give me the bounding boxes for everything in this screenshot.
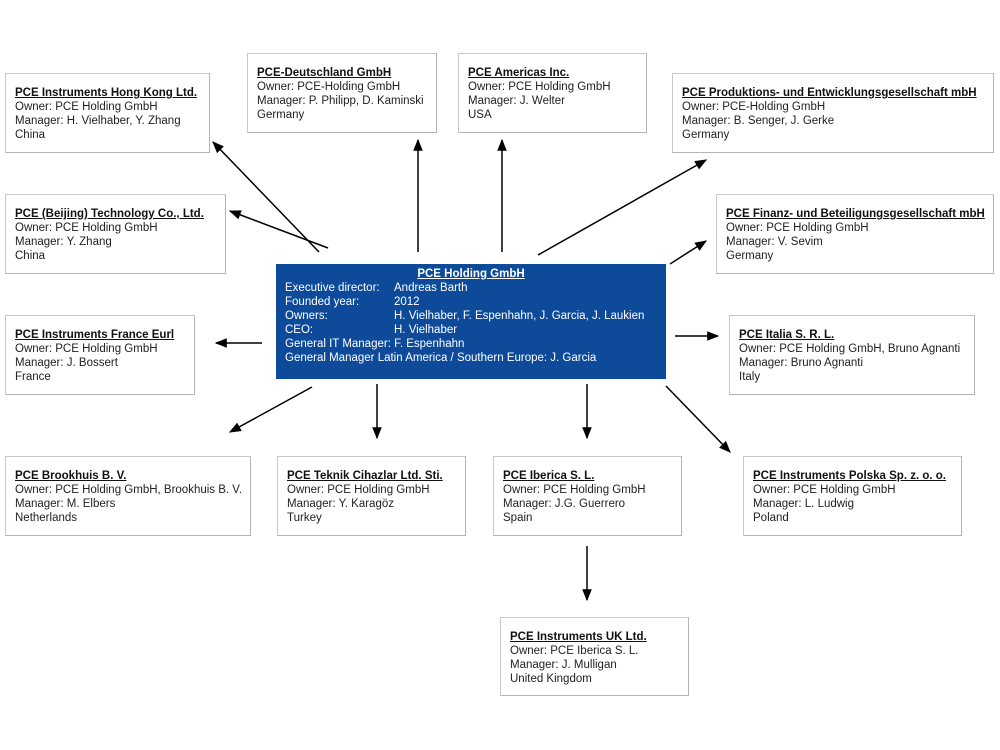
company-country: France — [15, 371, 51, 383]
company-title: PCE Produktions- und Entwicklungsgesells… — [682, 87, 977, 99]
company-box-italia: PCE Italia S. R. L. Owner: PCE Holding G… — [729, 315, 975, 395]
hub-label: Owners: — [285, 310, 328, 322]
company-box-polska: PCE Instruments Polska Sp. z. o. o. Owne… — [743, 456, 962, 536]
company-owner: Owner: PCE Holding GmbH, Brookhuis B. V. — [15, 484, 243, 496]
company-box-teknik: PCE Teknik Cihazlar Ltd. Sti. Owner: PCE… — [277, 456, 466, 536]
company-country: United Kingdom — [510, 673, 592, 685]
hub-row-founded: Founded year: 2012 — [285, 295, 657, 309]
company-box-deutschland: PCE-Deutschland GmbH Owner: PCE-Holding … — [247, 53, 437, 133]
company-owner: Owner: PCE Holding GmbH — [753, 484, 896, 496]
hub-row-it-manager: General IT Manager: F. Espenhahn — [285, 337, 657, 351]
company-manager: Manager: P. Philipp, D. Kaminski — [257, 95, 424, 107]
hub-line: General Manager Latin America / Southern… — [285, 352, 597, 364]
company-country: Germany — [726, 250, 774, 262]
company-owner: Owner: PCE Holding GmbH — [15, 101, 158, 113]
hub-label: Founded year: — [285, 296, 360, 308]
company-owner: Owner: PCE Holding GmbH — [503, 484, 646, 496]
company-box-uk: PCE Instruments UK Ltd. Owner: PCE Iberi… — [500, 617, 689, 696]
hub-label: Executive director: — [285, 282, 380, 294]
company-country: Turkey — [287, 512, 322, 524]
company-country: China — [15, 250, 46, 262]
company-manager: Manager: M. Elbers — [15, 498, 116, 510]
company-title: PCE Instruments UK Ltd. — [510, 631, 647, 643]
hub-line: General IT Manager: F. Espenhahn — [285, 338, 465, 350]
company-owner: Owner: PCE Holding GmbH — [726, 222, 869, 234]
company-country: Netherlands — [15, 512, 78, 524]
hub-label: CEO: — [285, 324, 314, 336]
company-owner: Owner: PCE-Holding GmbH — [682, 101, 826, 113]
company-owner: Owner: PCE Holding GmbH — [287, 484, 430, 496]
hub-value: H. Vielhaber, F. Espenhahn, J. Garcia, J… — [394, 310, 645, 322]
company-title: PCE (Beijing) Technology Co., Ltd. — [15, 208, 204, 220]
company-title: PCE Teknik Cihazlar Ltd. Sti. — [287, 470, 443, 482]
arrow-to-polska — [665, 385, 731, 453]
hub-row-ceo: CEO: H. Vielhaber — [285, 323, 657, 337]
company-manager: Manager: Bruno Agnanti — [739, 357, 864, 369]
company-title: PCE Iberica S. L. — [503, 470, 595, 482]
company-box-iberica: PCE Iberica S. L. Owner: PCE Holding Gmb… — [493, 456, 682, 536]
holding-box: PCE Holding GmbH Executive director: And… — [276, 264, 666, 379]
company-manager: Manager: J. Bossert — [15, 357, 118, 369]
company-box-france: PCE Instruments France Eurl Owner: PCE H… — [5, 315, 195, 395]
company-country: Poland — [753, 512, 789, 524]
company-box-beijing: PCE (Beijing) Technology Co., Ltd. Owner… — [5, 194, 226, 274]
company-country: Germany — [682, 129, 730, 141]
company-box-finanz: PCE Finanz- und Beteiligungsgesellschaft… — [716, 194, 994, 274]
arrow-to-produktion — [537, 159, 708, 256]
company-box-brookhuis: PCE Brookhuis B. V. Owner: PCE Holding G… — [5, 456, 251, 536]
company-box-hongkong: PCE Instruments Hong Kong Ltd. Owner: PC… — [5, 73, 210, 153]
company-manager: Manager: J. Mulligan — [510, 659, 617, 671]
arrow-to-hongkong — [212, 141, 320, 253]
company-country: Spain — [503, 512, 533, 524]
company-owner: Owner: PCE-Holding GmbH — [257, 81, 401, 93]
company-manager: Manager: V. Sevim — [726, 236, 823, 248]
company-manager: Manager: L. Ludwig — [753, 498, 855, 510]
arrow-to-finanz — [669, 240, 708, 265]
arrow-to-beijing — [228, 210, 329, 249]
company-manager: Manager: B. Senger, J. Gerke — [682, 115, 835, 127]
holding-title: PCE Holding GmbH — [417, 268, 525, 280]
company-title: PCE Brookhuis B. V. — [15, 470, 127, 482]
company-box-americas: PCE Americas Inc. Owner: PCE Holding Gmb… — [458, 53, 647, 133]
company-box-produktion: PCE Produktions- und Entwicklungsgesells… — [672, 73, 994, 153]
company-title: PCE Instruments Polska Sp. z. o. o. — [753, 470, 946, 482]
hub-row-latam-manager: General Manager Latin America / Southern… — [285, 351, 657, 365]
company-title: PCE Instruments Hong Kong Ltd. — [15, 87, 198, 99]
hub-row-owners: Owners: H. Vielhaber, F. Espenhahn, J. G… — [285, 309, 657, 323]
company-country: China — [15, 129, 46, 141]
company-title: PCE Italia S. R. L. — [739, 329, 835, 341]
company-title: PCE Americas Inc. — [468, 67, 570, 79]
hub-value: 2012 — [394, 296, 420, 308]
company-title: PCE-Deutschland GmbH — [257, 67, 392, 79]
company-country: USA — [468, 109, 492, 121]
company-manager: Manager: Y. Zhang — [15, 236, 112, 248]
company-owner: Owner: PCE Holding GmbH — [15, 343, 158, 355]
company-title: PCE Instruments France Eurl — [15, 329, 175, 341]
company-owner: Owner: PCE Holding GmbH — [468, 81, 611, 93]
hub-row-executive: Executive director: Andreas Barth — [285, 281, 657, 295]
company-manager: Manager: J. Welter — [468, 95, 565, 107]
company-manager: Manager: J.G. Guerrero — [503, 498, 626, 510]
company-manager: Manager: H. Vielhaber, Y. Zhang — [15, 115, 181, 127]
company-owner: Owner: PCE Iberica S. L. — [510, 645, 639, 657]
company-manager: Manager: Y. Karagöz — [287, 498, 394, 510]
arrow-to-brookhuis — [228, 386, 313, 433]
hub-value: H. Vielhaber — [394, 324, 458, 336]
company-country: Italy — [739, 371, 761, 383]
hub-value: Andreas Barth — [394, 282, 468, 294]
company-title: PCE Finanz- und Beteiligungsgesellschaft… — [726, 208, 985, 220]
company-country: Germany — [257, 109, 305, 121]
company-owner: Owner: PCE Holding GmbH, Bruno Agnanti — [739, 343, 961, 355]
company-owner: Owner: PCE Holding GmbH — [15, 222, 158, 234]
